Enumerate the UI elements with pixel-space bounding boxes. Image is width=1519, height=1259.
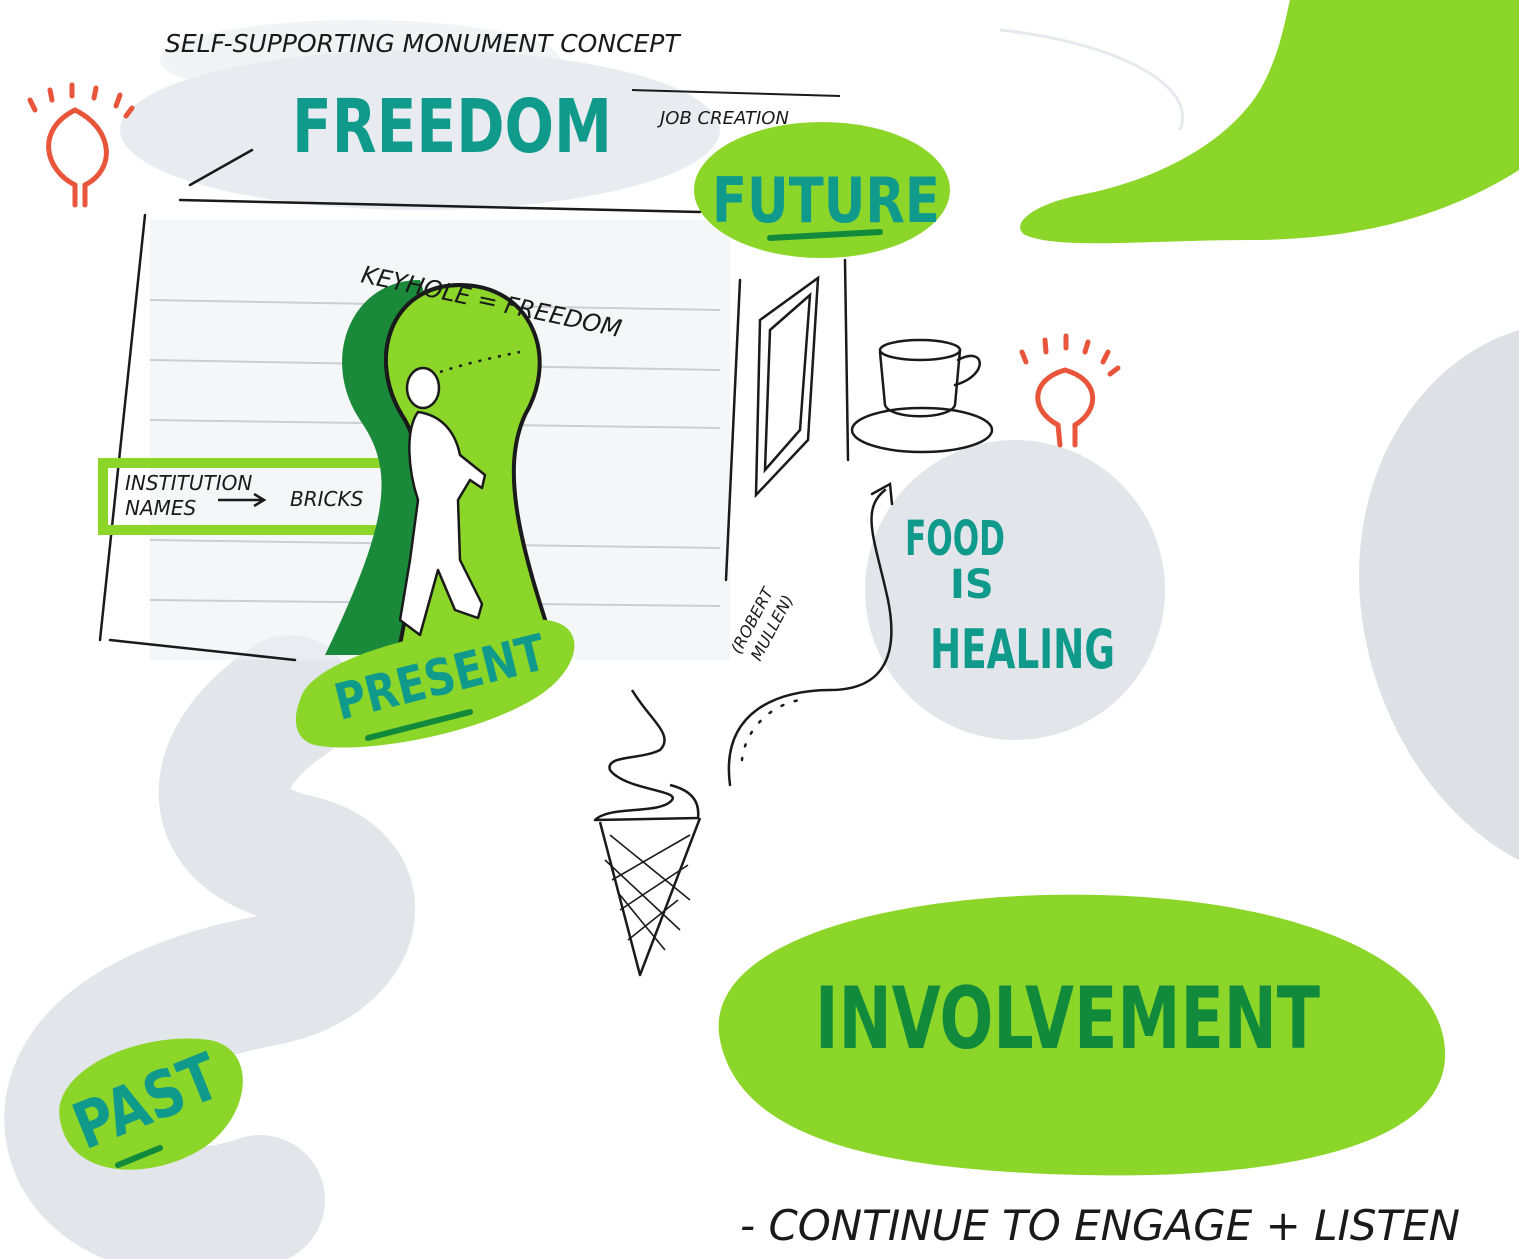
lightbulb-icon-2	[1019, 333, 1121, 448]
is-label: IS	[950, 562, 994, 608]
grey-wash-food-circle	[865, 440, 1165, 740]
present-blob	[295, 619, 575, 748]
healing-label: HEALING	[930, 618, 1115, 681]
food-label: FOOD	[905, 511, 1005, 567]
coffee-cup-icon	[850, 338, 994, 454]
freedom-heading: FREEDOM	[292, 84, 612, 170]
institution-names-bar: INSTITUTION NAMES BRICKS	[98, 458, 380, 535]
present-underline	[365, 709, 473, 741]
past-underline	[115, 1145, 163, 1168]
past-blob	[59, 1038, 243, 1170]
grey-wash-top-stroke	[999, 28, 1184, 131]
connector-arrow	[727, 481, 894, 787]
bricks-label: BRICKS	[290, 487, 364, 511]
lime-splash-top-right	[1020, 0, 1519, 244]
names-label: NAMES	[125, 496, 197, 520]
job-creation-label: JOB CREATION	[657, 108, 789, 129]
freedom-top-line	[631, 89, 841, 97]
future-blob	[694, 122, 950, 258]
future-underline	[767, 229, 883, 241]
involvement-label: INVOLVEMENT	[815, 969, 1320, 1069]
future-label: FUTURE	[712, 164, 940, 237]
concept-title: SELF-SUPPORTING MONUMENT CONCEPT	[165, 29, 681, 58]
ice-cream-cone-icon	[593, 689, 702, 977]
grey-wash-top-left	[160, 20, 560, 100]
door-sketch	[754, 275, 820, 499]
monument-wall-outline	[98, 148, 850, 662]
walking-person-icon	[398, 350, 521, 637]
lightbulb-icon	[27, 82, 135, 208]
grey-wash-winding-path	[4, 635, 415, 1259]
institution-label: INSTITUTION	[125, 471, 252, 495]
involvement-blob	[718, 894, 1446, 1176]
grey-wash-right-blob	[1359, 330, 1519, 860]
footer-note: - CONTINUE TO ENGAGE + LISTEN	[740, 1201, 1460, 1250]
